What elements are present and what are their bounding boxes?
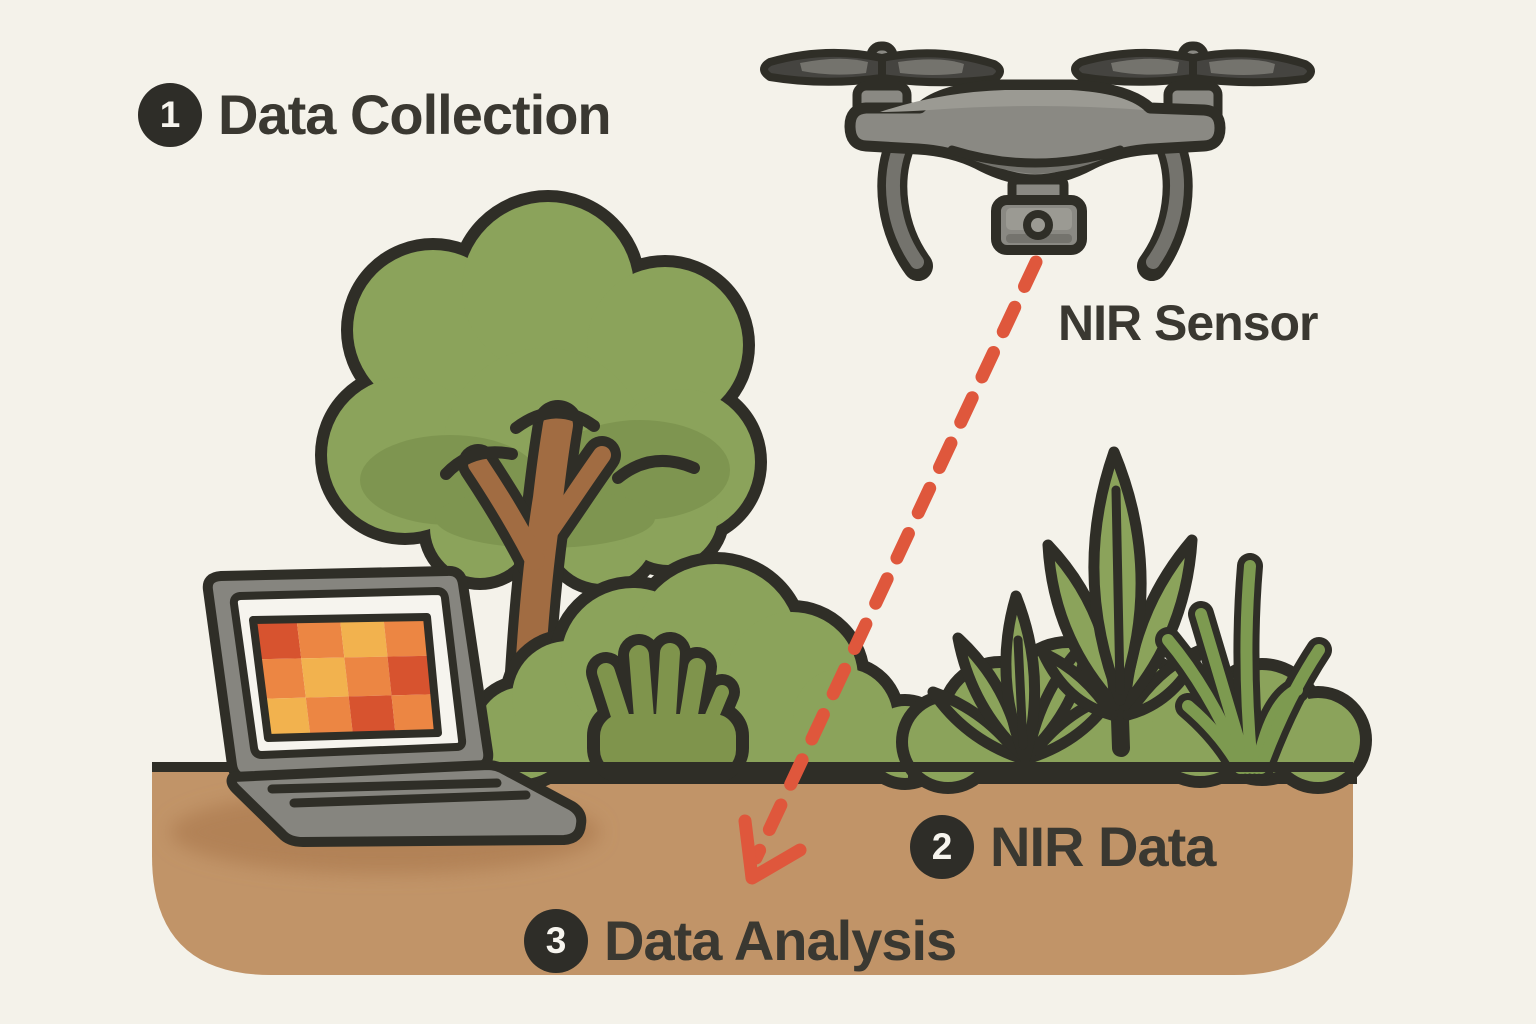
laptop xyxy=(202,565,587,847)
ground-line xyxy=(152,762,1353,772)
beam-dashes xyxy=(749,255,1043,865)
leaf-vein xyxy=(1111,485,1125,695)
heatmap-cell xyxy=(296,618,345,659)
step-1-label: Data Collection xyxy=(218,83,612,146)
keyboard-lines xyxy=(267,778,531,808)
step-2-label: NIR Data xyxy=(990,815,1216,878)
step-1-number: 1 xyxy=(159,93,181,135)
step-3-label: Data Analysis xyxy=(604,909,957,972)
heatmap-cell xyxy=(383,617,431,657)
heatmap-cell xyxy=(253,619,302,660)
drone-belly-line xyxy=(947,145,1125,168)
nir-sensor-label: NIR Sensor xyxy=(1058,295,1319,351)
drone xyxy=(764,46,1311,281)
heatmap-border xyxy=(249,613,442,742)
heatmap-cell xyxy=(305,696,353,737)
heatmap-cell xyxy=(344,656,392,697)
front-bush xyxy=(586,632,749,783)
branch-hooks xyxy=(440,406,700,484)
nir-camera xyxy=(991,175,1087,255)
step-2: 2 NIR Data xyxy=(910,814,1216,879)
heatmap-cell xyxy=(263,697,311,738)
heatmap-cell xyxy=(258,658,306,699)
step-3: 3 Data Analysis xyxy=(524,908,957,973)
heatmap-cell xyxy=(387,655,435,696)
heatmap-cell xyxy=(340,617,388,658)
camera-lens-icon xyxy=(1031,218,1045,232)
step-2-number: 2 xyxy=(931,825,953,867)
leaf-vein xyxy=(1013,635,1028,750)
nir-beam-arrow xyxy=(738,255,1043,885)
drone-body-highlight xyxy=(880,90,1144,112)
heatmap-cell xyxy=(301,657,349,698)
grass-clump xyxy=(1155,553,1332,781)
heatmap-cell xyxy=(348,695,396,736)
step-1: 1 Data Collection xyxy=(138,82,612,147)
step-3-badge: 3 xyxy=(524,908,588,973)
arrowhead-icon xyxy=(738,814,807,885)
heatmap-cell xyxy=(391,694,438,735)
step-1-badge: 1 xyxy=(138,82,202,147)
laptop-heatmap xyxy=(253,617,438,738)
step-2-badge: 2 xyxy=(910,814,974,879)
step-3-number: 3 xyxy=(545,919,567,961)
